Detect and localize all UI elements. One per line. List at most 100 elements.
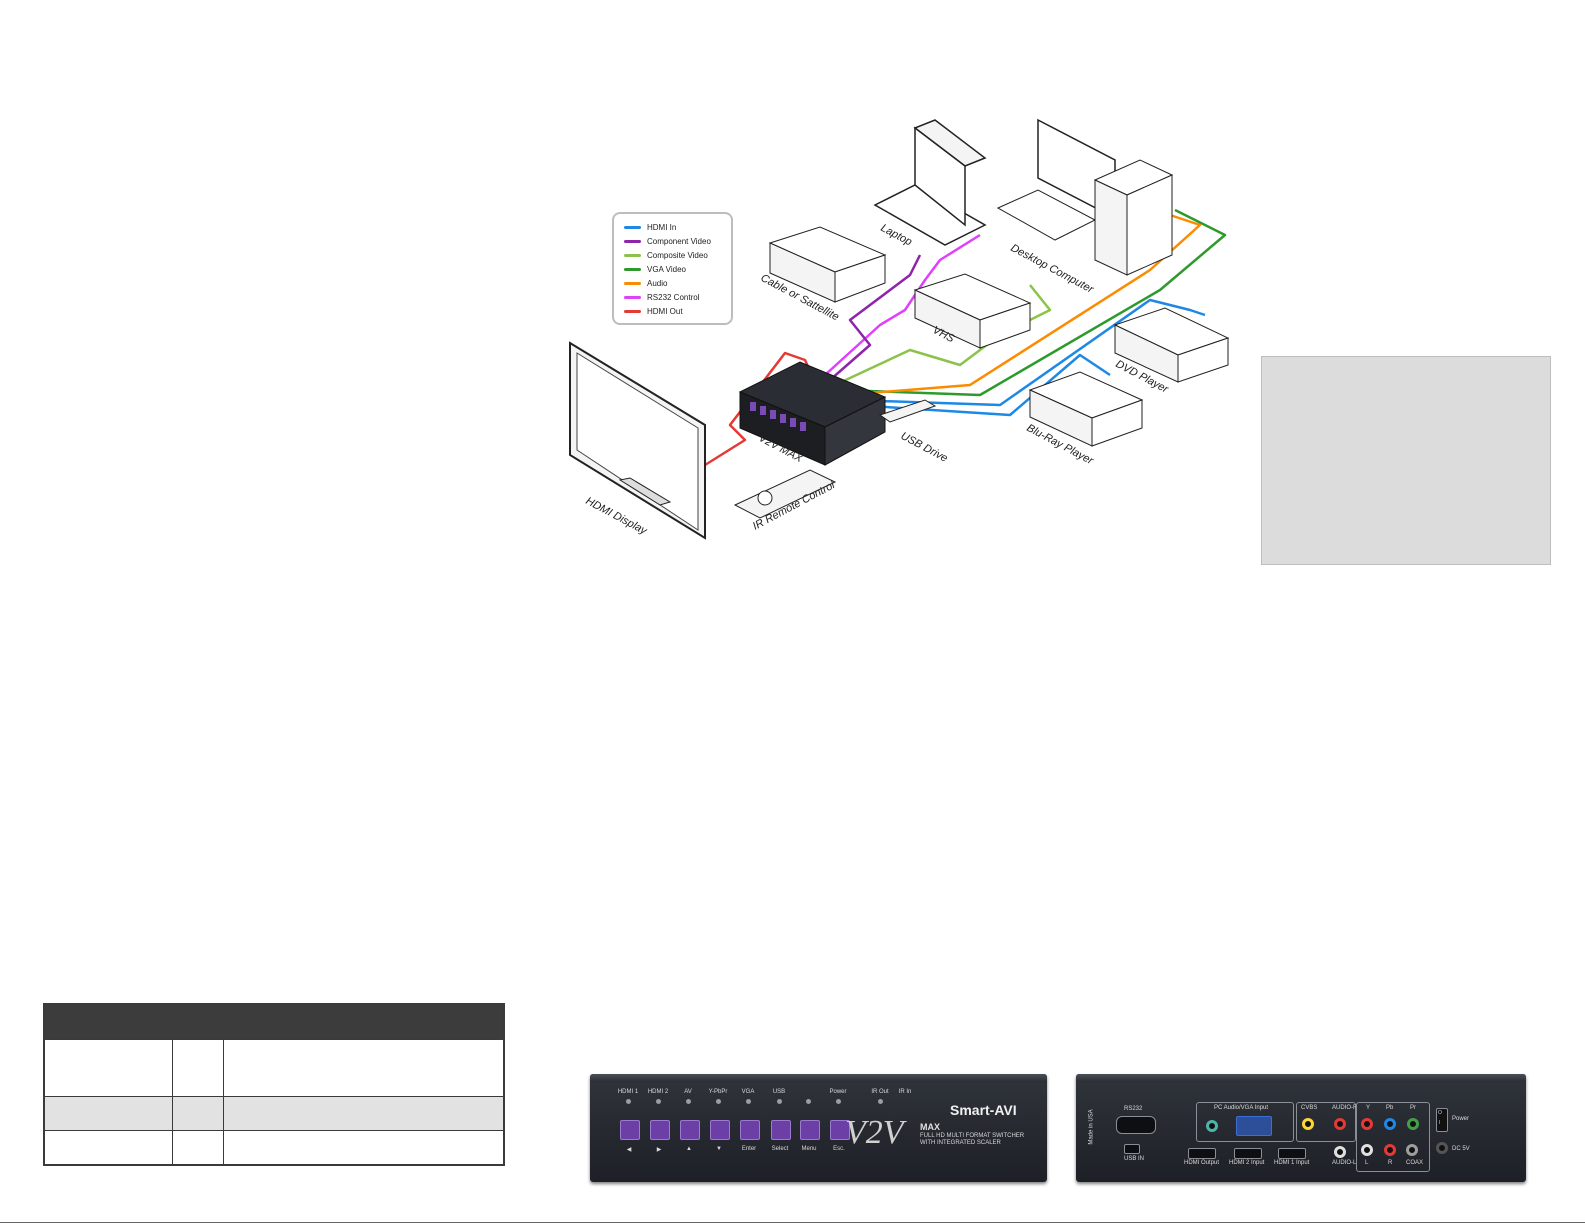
pc-audio-vga-group bbox=[1196, 1102, 1294, 1142]
table-cell bbox=[223, 1039, 505, 1097]
pb-label: Pb bbox=[1386, 1105, 1394, 1111]
input-label-hdmi1: HDMI 1 bbox=[617, 1089, 639, 1095]
rs232-label: RS232 bbox=[1124, 1106, 1143, 1112]
hdmi2-input-label: HDMI 2 Input bbox=[1229, 1160, 1265, 1166]
led-indicator bbox=[836, 1099, 841, 1104]
hdmi1-input-label: HDMI 1 Input bbox=[1274, 1160, 1310, 1166]
product-description: FULL HD MULTI FORMAT SWITCHER bbox=[920, 1133, 1025, 1139]
front-button bbox=[740, 1120, 760, 1140]
table-cell bbox=[43, 1039, 173, 1097]
switch-off-label: I bbox=[1439, 1120, 1441, 1126]
table-header-cell bbox=[43, 1003, 505, 1040]
dvd-player-image bbox=[1113, 307, 1230, 383]
audio-jack bbox=[1206, 1120, 1218, 1132]
legend-label: Composite Video bbox=[647, 250, 708, 260]
cable-audio bbox=[844, 213, 1202, 397]
cable-hdmi-in-1 bbox=[849, 298, 1206, 407]
front-button bbox=[650, 1120, 670, 1140]
vga-port bbox=[1236, 1116, 1272, 1136]
hdmi2-input-port bbox=[1234, 1148, 1262, 1159]
footer-rule bbox=[0, 1222, 1585, 1223]
table-cell bbox=[172, 1130, 224, 1166]
led-indicator bbox=[806, 1099, 811, 1104]
dc5v-label: DC 5V bbox=[1452, 1146, 1470, 1152]
bluray-player-image bbox=[1028, 371, 1144, 447]
button-label-down: ▼ bbox=[716, 1146, 722, 1152]
label-laptop: Laptop bbox=[879, 222, 914, 248]
front-button bbox=[830, 1120, 850, 1140]
input-label-av: AV bbox=[684, 1089, 692, 1095]
dc-jack bbox=[1436, 1142, 1448, 1154]
table-cell bbox=[43, 1096, 173, 1131]
hdmi1-input-port bbox=[1278, 1148, 1306, 1159]
led-indicator bbox=[777, 1099, 782, 1104]
cable-composite bbox=[834, 284, 1052, 387]
button-label-up: ▲ bbox=[686, 1146, 692, 1152]
hdmi-display-image bbox=[569, 341, 706, 540]
audio-jack bbox=[1384, 1144, 1396, 1156]
cable-component bbox=[829, 254, 922, 381]
cable-box-image bbox=[768, 226, 887, 303]
coax-jack bbox=[1406, 1144, 1418, 1156]
table-cell bbox=[172, 1039, 224, 1097]
legend-swatch bbox=[624, 267, 641, 271]
led-indicator bbox=[746, 1099, 751, 1104]
cvbs-audio-group bbox=[1296, 1102, 1356, 1142]
led-indicator bbox=[656, 1099, 661, 1104]
made-in-label: Made in USA bbox=[1088, 1109, 1095, 1145]
front-panel-image: HDMI 1 HDMI 2 AV Y-PbPr VGA USB Power IR… bbox=[590, 1074, 1047, 1182]
gray-note-box bbox=[1261, 356, 1551, 565]
audio-l-label: AUDIO-L bbox=[1332, 1160, 1357, 1166]
audio-r-label: AUDIO-R bbox=[1332, 1105, 1358, 1111]
hdmi-output-label: HDMI Output bbox=[1184, 1160, 1220, 1166]
legend-label: VGA Video bbox=[647, 264, 686, 274]
usb-port bbox=[1124, 1144, 1140, 1154]
usb-drive-image bbox=[878, 399, 937, 423]
model-suffix: MAX bbox=[920, 1122, 940, 1132]
label-usb: USB Drive bbox=[899, 430, 950, 465]
v2v-max-image bbox=[738, 361, 887, 466]
model-name: V2V bbox=[845, 1114, 904, 1151]
led-indicator bbox=[686, 1099, 691, 1104]
legend-swatch bbox=[624, 239, 641, 243]
back-panel-image: Made in USA RS232 USB IN PC Audio/VGA In… bbox=[1076, 1074, 1526, 1182]
connection-diagram: Laptop Desktop Computer Cable or Sattell… bbox=[569, 118, 1230, 540]
table-cell bbox=[43, 1130, 173, 1166]
front-panel-top-edge bbox=[590, 1074, 1047, 1082]
cvbs-jack bbox=[1302, 1118, 1314, 1130]
component-jack bbox=[1407, 1118, 1419, 1130]
button-label-select: Select bbox=[771, 1146, 789, 1152]
r-label: R bbox=[1388, 1160, 1393, 1166]
front-button bbox=[800, 1120, 820, 1140]
legend-swatch bbox=[624, 225, 641, 229]
legend-item: Composite Video bbox=[624, 249, 708, 261]
spec-table bbox=[43, 1003, 505, 1166]
component-jack bbox=[1361, 1118, 1373, 1130]
label-desktop: Desktop Computer bbox=[1009, 242, 1097, 296]
led-indicator bbox=[716, 1099, 721, 1104]
legend-item: Component Video bbox=[624, 235, 711, 247]
legend-swatch bbox=[624, 295, 641, 299]
legend-label: HDMI In bbox=[647, 222, 677, 232]
led-indicator bbox=[878, 1099, 883, 1104]
l-label: L bbox=[1365, 1160, 1369, 1166]
audio-l-jack bbox=[1334, 1146, 1346, 1158]
front-button bbox=[620, 1120, 640, 1140]
table-header-row bbox=[43, 1003, 505, 1040]
legend-label: Audio bbox=[647, 278, 668, 288]
legend: HDMI In Component Video Composite Video … bbox=[612, 212, 733, 325]
button-label-left: ◀ bbox=[626, 1147, 632, 1153]
product-description: WITH INTEGRATED SCALER bbox=[920, 1140, 1001, 1146]
coax-label: COAX bbox=[1406, 1160, 1424, 1166]
pr-label: Pr bbox=[1410, 1105, 1416, 1111]
input-label-vga: VGA bbox=[741, 1089, 755, 1095]
brand-logo: Smart-AVI bbox=[950, 1102, 1017, 1118]
legend-item: VGA Video bbox=[624, 263, 686, 275]
usb-in-label: USB IN bbox=[1124, 1156, 1145, 1162]
front-button bbox=[710, 1120, 730, 1140]
table-row bbox=[43, 1096, 505, 1131]
input-label-ypbpr: Y-PbPr bbox=[708, 1089, 728, 1095]
audio-jack bbox=[1361, 1144, 1373, 1156]
legend-item: Audio bbox=[624, 277, 667, 289]
button-label-menu: Menu bbox=[801, 1146, 817, 1152]
